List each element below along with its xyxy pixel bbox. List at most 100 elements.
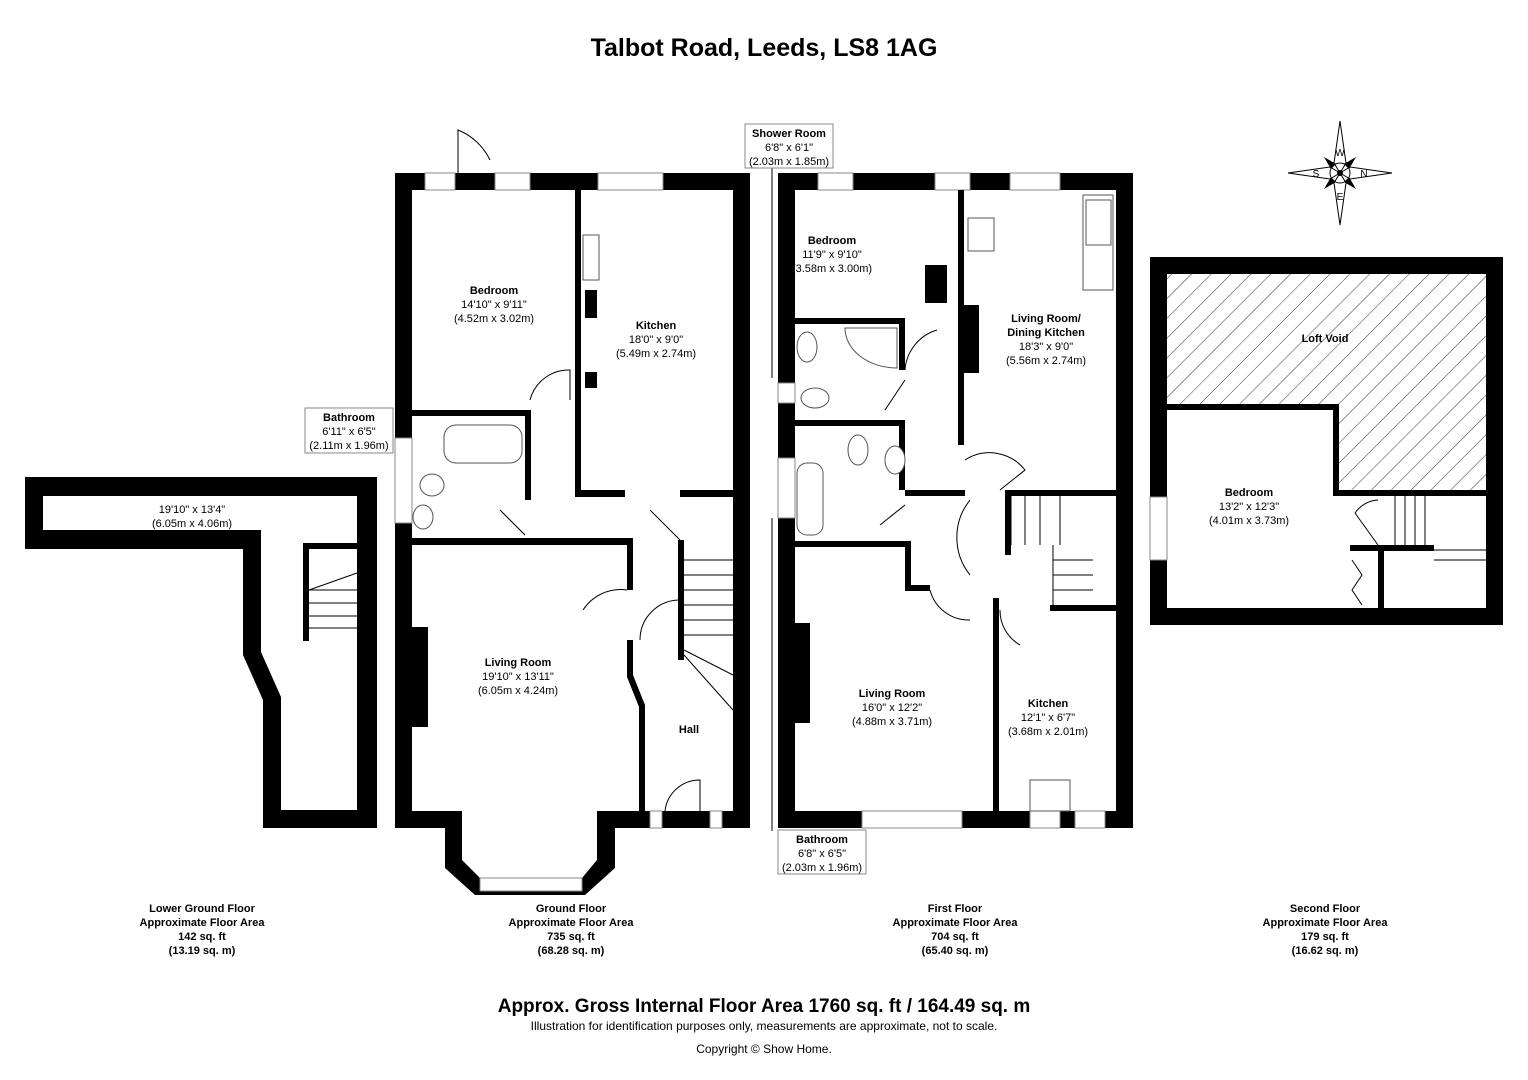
window	[777, 457, 796, 519]
compass-icon: W E S N	[1287, 120, 1393, 226]
room-dimensions-imperial: 6'8" x 6'5"	[798, 848, 846, 860]
chimney-breast	[412, 627, 428, 727]
hob	[967, 217, 995, 252]
toilet	[419, 473, 445, 497]
compass-west: W	[1335, 148, 1345, 159]
room-dimensions-metric: (4.88m x 3.71m)	[852, 716, 932, 728]
room-dimensions-imperial: 19'10" x 13'11"	[482, 671, 554, 683]
copyright: Copyright © Show Home.	[696, 1042, 832, 1056]
room-dimensions-metric: (5.56m x 2.74m)	[1006, 355, 1086, 367]
floor-area-sqm: (65.40 sq. m)	[922, 945, 989, 957]
floor-area-sqft: 735 sq. ft	[547, 931, 595, 943]
room-name: Bathroom	[323, 412, 375, 424]
room-dimensions-metric: (2.11m x 1.96m)	[309, 440, 388, 452]
kitchen-sink	[582, 234, 600, 281]
bathroom-wall	[412, 410, 530, 416]
shower-tray	[844, 327, 898, 369]
room-dimensions-imperial: 6'11" x 6'5"	[322, 426, 375, 438]
sink	[884, 445, 906, 475]
room-dimensions-metric: (2.03m x 1.85m)	[749, 156, 829, 168]
floor-area-sqm: (68.28 sq. m)	[538, 945, 605, 957]
door	[879, 504, 1021, 646]
floor-name: Ground Floor	[536, 903, 607, 915]
window	[494, 172, 531, 191]
second-floor-plan: Loft Void Bedroom 13'2" x 12'3" (4.01m x…	[1149, 257, 1503, 625]
kitchen-wall	[1050, 605, 1116, 611]
bathroom-label-box	[304, 407, 394, 454]
bath	[796, 462, 824, 536]
room-name: Shower Room	[752, 128, 826, 140]
room-dimensions-metric: (4.01m x 3.73m)	[1209, 515, 1289, 527]
lower-ground-walls	[25, 477, 377, 828]
landing-wall	[1010, 490, 1116, 496]
bath	[443, 424, 523, 464]
sink	[796, 331, 818, 363]
floor-area-captions: Lower Ground Floor Approximate Floor Are…	[140, 903, 1389, 957]
room-dimensions-metric: (4.52m x 3.02m)	[454, 313, 534, 325]
stair-wall	[303, 543, 357, 549]
lower-ground-floor-caption: Lower Ground Floor Approximate Floor Are…	[140, 903, 266, 957]
shower-room-wall	[899, 318, 905, 370]
room-name: Living Room	[859, 688, 926, 700]
window	[1149, 496, 1168, 561]
chimney	[963, 305, 979, 373]
floor-area-label: Approximate Floor Area	[509, 917, 635, 929]
room-name: Kitchen	[1028, 698, 1069, 710]
floor-name: Second Floor	[1290, 903, 1361, 915]
window	[1029, 810, 1061, 829]
shower-room-wall	[795, 318, 905, 324]
room-dimensions-imperial: 18'3" x 9'0"	[1019, 341, 1073, 353]
disclaimer: Illustration for identification purposes…	[531, 1019, 998, 1033]
room-dimensions-metric: (6.05m x 4.24m)	[478, 685, 558, 697]
front-door	[664, 779, 701, 812]
landing-wall	[905, 490, 965, 496]
lower-ground-floor-plan: 19'10" x 13'4" (6.05m x 4.06m)	[25, 477, 377, 828]
room-dimensions-imperial: 16'0" x 12'2"	[862, 702, 922, 714]
chimney-breast	[795, 623, 810, 723]
room-name: Hall	[679, 724, 699, 736]
staircase	[683, 559, 734, 711]
window	[861, 810, 963, 829]
room-dimensions-metric: (5.49m x 2.74m)	[616, 348, 696, 360]
window	[597, 172, 664, 191]
window	[709, 810, 723, 829]
ground-floor-caption: Ground Floor Approximate Floor Area 735 …	[509, 903, 635, 957]
floor-area-sqft: 142 sq. ft	[178, 931, 226, 943]
living-dining-wall	[958, 190, 964, 445]
first-floor-caption: First Floor Approximate Floor Area 704 s…	[893, 903, 1019, 957]
second-floor-caption: Second Floor Approximate Floor Area 179 …	[1263, 903, 1389, 957]
room-dimensions-imperial: 14'10" x 9'11"	[461, 299, 527, 311]
floor-area-label: Approximate Floor Area	[893, 917, 1019, 929]
window	[649, 810, 663, 829]
compass-south: S	[1313, 169, 1320, 180]
gross-internal-area: Approx. Gross Internal Floor Area 1760 s…	[498, 996, 1031, 1017]
cupboard-wall	[1350, 545, 1384, 551]
room-dimensions-imperial: 12'1" x 6'7"	[1021, 712, 1075, 724]
loft-wall	[1333, 404, 1339, 494]
floor-area-sqm: (13.19 sq. m)	[169, 945, 236, 957]
room-name: Loft Void	[1302, 333, 1349, 345]
living-room-wall	[412, 538, 632, 545]
door	[956, 452, 1026, 576]
kitchen-sink	[1029, 779, 1071, 812]
stair-wall	[303, 543, 309, 641]
sink	[412, 504, 434, 530]
bathroom-label-box	[777, 829, 867, 875]
living-room-wall	[905, 541, 911, 591]
stair-wall	[1005, 490, 1011, 555]
chimney	[585, 372, 597, 388]
shower-room-label-box	[744, 123, 834, 169]
door	[1354, 499, 1379, 546]
staircase	[308, 572, 358, 629]
ground-floor-plan: Bedroom 14'10" x 9'11" (4.52m x 3.02m) K…	[304, 129, 750, 895]
window	[934, 172, 971, 191]
window	[1074, 810, 1106, 829]
compass-east: E	[1337, 192, 1344, 203]
room-name: Living Room/	[1011, 313, 1081, 325]
window	[1009, 172, 1061, 191]
bathroom-wall	[795, 420, 905, 426]
room-dimensions-metric: (6.05m x 4.06m)	[152, 518, 232, 530]
floor-name: Lower Ground Floor	[149, 903, 255, 915]
compass-north: N	[1360, 169, 1367, 180]
